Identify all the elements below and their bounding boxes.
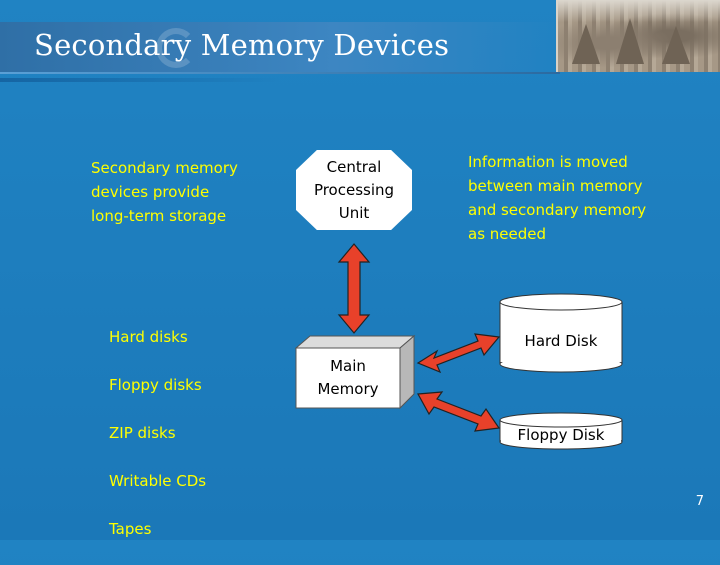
page-title: Secondary Memory Devices [34,28,450,62]
hard-disk-cylinder [499,293,623,373]
list-item: Floppy disks [109,376,202,394]
list-item: Tapes [109,520,152,538]
main-memory-box [294,334,416,410]
stupa-shape [662,26,690,64]
floppy-disk-cylinder [499,412,623,450]
list-item: Hard disks [109,328,188,346]
box-top [294,335,416,349]
list-item: ZIP disks [109,424,176,442]
page-number: 7 [695,494,704,509]
cylinder-top [499,412,623,428]
stupa-shape [616,18,644,64]
cylinder-top [499,293,623,311]
list-item: Writable CDs [109,472,207,490]
photo-sky [556,0,720,22]
double-arrow-icon [417,391,501,432]
slide: Secondary Memory Devices Secondary memor… [0,0,720,538]
info-text: Information is moved between main memory… [468,153,647,243]
title-divider [0,72,560,74]
stupa-shape [572,24,600,64]
double-arrow-icon [416,333,501,374]
title-underline [0,78,280,82]
hard-disk-label: Hard Disk [524,332,598,350]
box-side [399,334,415,410]
cpu-box: Central Processing Unit [296,150,412,230]
decorative-swirl [156,28,196,68]
main-memory-label: Main Memory [317,357,379,398]
device-list: Hard disks Floppy disks ZIP disks Writab… [109,301,259,565]
intro-text: Secondary memory devices provide long-te… [91,159,238,225]
double-arrow-icon [337,243,371,334]
floppy-disk-label: Floppy Disk [517,426,605,444]
diagram-shapes [294,243,623,450]
title-bar [0,22,560,74]
box-front [295,347,401,409]
